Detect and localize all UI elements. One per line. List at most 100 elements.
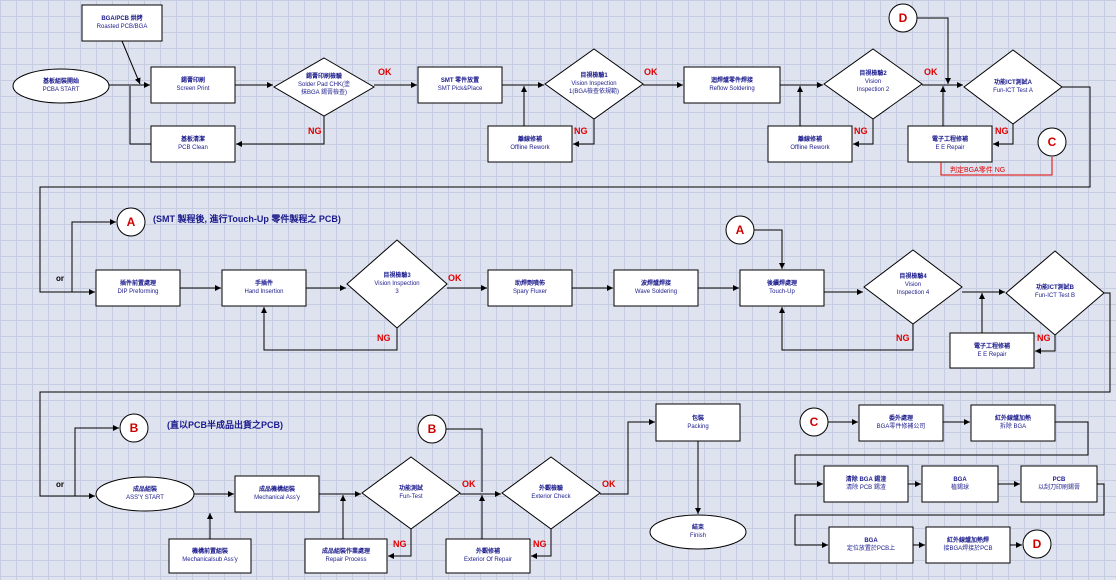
arrow-ictb-ng bbox=[1035, 335, 1056, 354]
arrow-a-mid bbox=[754, 229, 785, 269]
finish-oval bbox=[649, 514, 747, 550]
ng-label-3: NG bbox=[854, 126, 868, 136]
ok-label-1: OK bbox=[378, 67, 392, 77]
connector-c-top-circle bbox=[1037, 127, 1067, 157]
smt-pick-box bbox=[417, 66, 503, 104]
c3-box bbox=[823, 465, 909, 503]
c2-box bbox=[970, 404, 1056, 442]
wave-box bbox=[613, 269, 699, 307]
connector-a-left-letter: A bbox=[126, 215, 136, 229]
ext-repair-box bbox=[445, 538, 531, 574]
note-a: (SMT 製程後, 進行Touch-Up 零件製程之 PCB) bbox=[153, 214, 341, 224]
arrow-b-left bbox=[74, 425, 119, 496]
pcb-clean-box bbox=[150, 125, 236, 163]
ok-label-5: OK bbox=[462, 479, 476, 489]
ng-label-4: NG bbox=[995, 126, 1009, 136]
c7-box bbox=[925, 526, 1011, 564]
ng-label-8: NG bbox=[393, 539, 407, 549]
dip-box bbox=[95, 269, 181, 307]
note-b: (直以PCB半成品出貨之PCB) bbox=[167, 420, 283, 430]
arrow-a-left bbox=[71, 219, 116, 292]
ng-label-9: NG bbox=[533, 539, 547, 549]
arrow-icta-ng bbox=[993, 124, 1014, 147]
ng-label-2: NG bbox=[574, 126, 588, 136]
connector-a-mid-letter: A bbox=[735, 223, 745, 237]
ok-label-6: OK bbox=[602, 479, 616, 489]
connector-d-bottom-circle bbox=[1022, 529, 1052, 559]
screen-print-box bbox=[150, 66, 236, 104]
connector-b-left-circle bbox=[119, 413, 149, 443]
arrow-c5-to-c6 bbox=[794, 483, 1105, 548]
arrow-vi3-ng bbox=[261, 307, 398, 351]
ok-label-4: OK bbox=[448, 273, 462, 283]
repair-process-box bbox=[304, 538, 388, 574]
arrow-chk-ng bbox=[236, 116, 325, 147]
ok-label-3: OK bbox=[924, 67, 938, 77]
connector-c-top-letter: C bbox=[1047, 135, 1057, 149]
connector-b-mid-letter: B bbox=[427, 422, 437, 436]
connector-b-left-letter: B bbox=[129, 421, 139, 435]
bga-pcb-box bbox=[81, 4, 163, 42]
packing-box bbox=[655, 403, 741, 442]
ng-label-1: NG bbox=[308, 126, 322, 136]
wrap-line-1 bbox=[39, 86, 1091, 295]
c2-label: 紅外線爐加熱拆除 BGA bbox=[994, 416, 1032, 430]
c3-label: 清除 BGA 錫渣清除 PCB 錫渣 bbox=[845, 477, 887, 491]
arrow-ext-to-pack bbox=[600, 419, 655, 495]
c7-label: 紅外線爐加熱焊接BGA焊接於PCB bbox=[943, 538, 993, 552]
arrow-ext-ng bbox=[531, 529, 552, 559]
arrow-vi4-ng bbox=[779, 307, 914, 351]
connector-d-top-letter: D bbox=[898, 11, 908, 25]
wrap-line-2 bbox=[39, 292, 1111, 499]
c4-box bbox=[921, 465, 999, 503]
arrow-b-mid bbox=[446, 428, 483, 492]
ng-label-7: NG bbox=[1037, 333, 1051, 343]
arrow-vi1-ng bbox=[573, 119, 595, 147]
reflow-box bbox=[683, 66, 781, 104]
or-label-2: or bbox=[56, 480, 64, 489]
connector-c-bottom-letter: C bbox=[809, 415, 819, 429]
arrow-c2-to-c3 bbox=[794, 421, 1089, 487]
ng-label-5: NG bbox=[377, 333, 391, 343]
offline-rework-2-box bbox=[767, 125, 853, 163]
or-label-1: or bbox=[56, 274, 64, 283]
c5-box bbox=[1020, 465, 1098, 503]
c1-box bbox=[858, 404, 944, 442]
ee-repair-2-box bbox=[949, 332, 1035, 369]
arrow-d-to-icta bbox=[917, 17, 951, 84]
red-ng-note: 判定BGA零件 NG bbox=[950, 167, 1006, 174]
